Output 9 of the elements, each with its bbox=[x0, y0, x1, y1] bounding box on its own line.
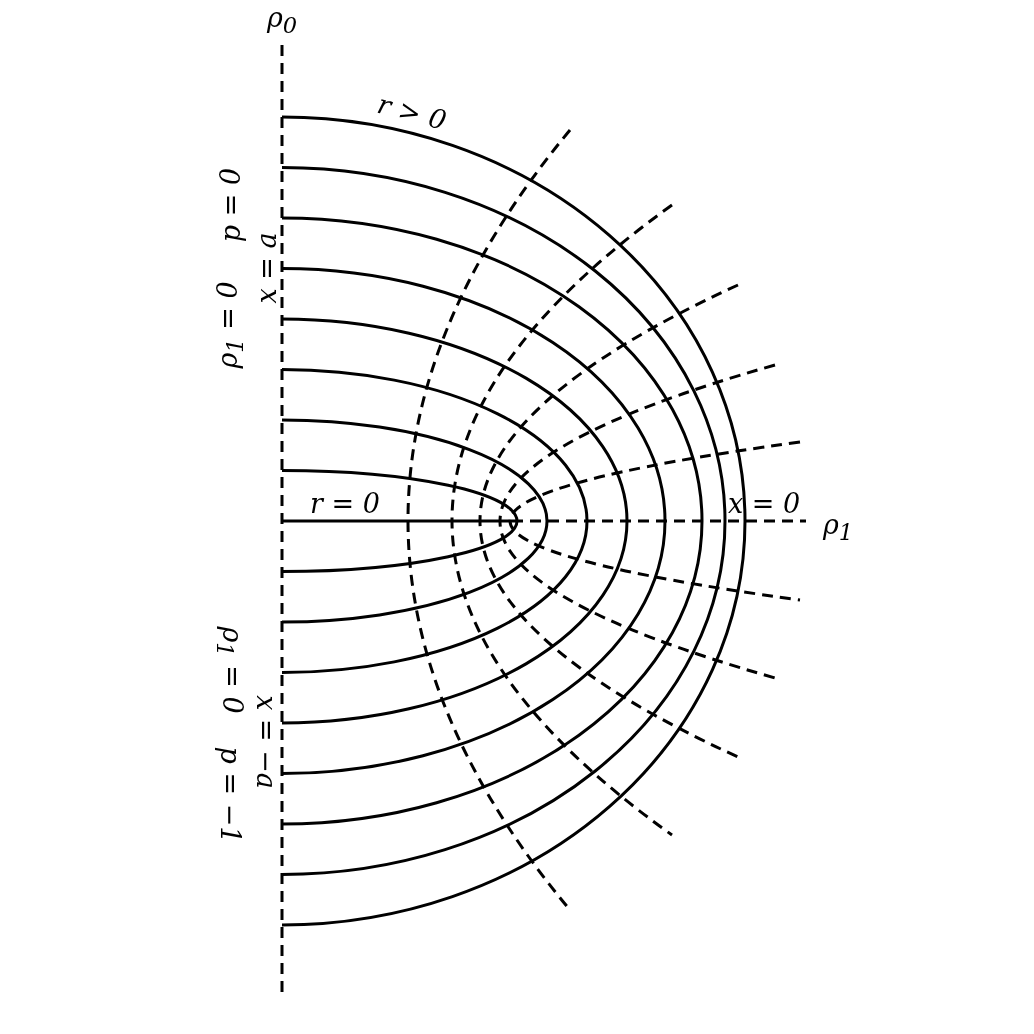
curve-label: r > 0 bbox=[374, 89, 450, 135]
curve-label: x = 0 bbox=[727, 489, 801, 517]
boundary-label: p = 0 bbox=[216, 167, 244, 243]
boundary-label: x = −a bbox=[252, 695, 280, 789]
boundary-label: x = a bbox=[252, 232, 280, 304]
curve-label: r = 0 bbox=[310, 489, 380, 517]
axis-label: ρ$_{0}$ bbox=[266, 3, 298, 37]
boundary-label: p = −1 bbox=[216, 746, 244, 844]
axis-label: ρ$_{1}$ bbox=[822, 510, 854, 544]
